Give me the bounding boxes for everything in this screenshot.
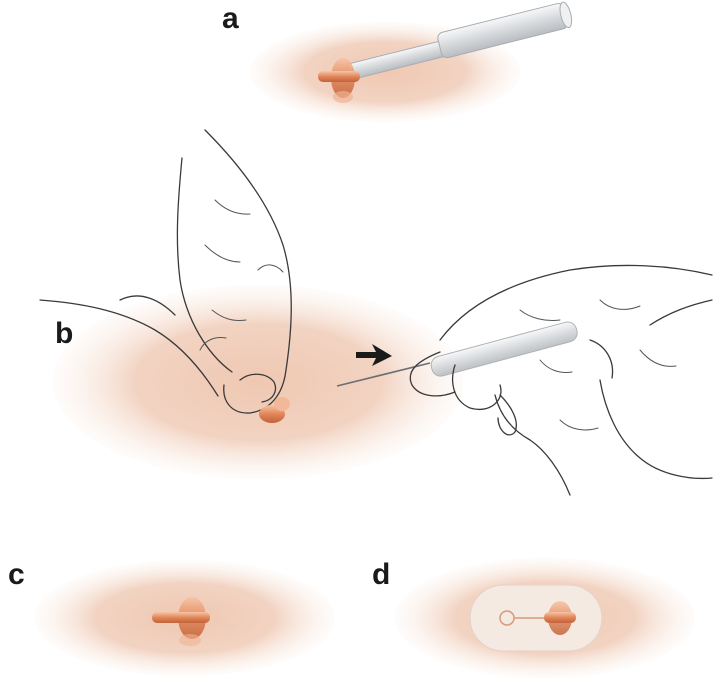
panel-label-d: d	[372, 558, 390, 591]
panel-c	[35, 560, 335, 676]
panel-a	[250, 1, 574, 122]
panel-d	[395, 558, 695, 678]
panel-b	[40, 130, 712, 495]
panel-label-c: c	[8, 558, 25, 591]
skin-patch-b	[53, 285, 463, 479]
panel-label-a: a	[222, 2, 239, 35]
applicator-icon-b	[429, 320, 579, 378]
